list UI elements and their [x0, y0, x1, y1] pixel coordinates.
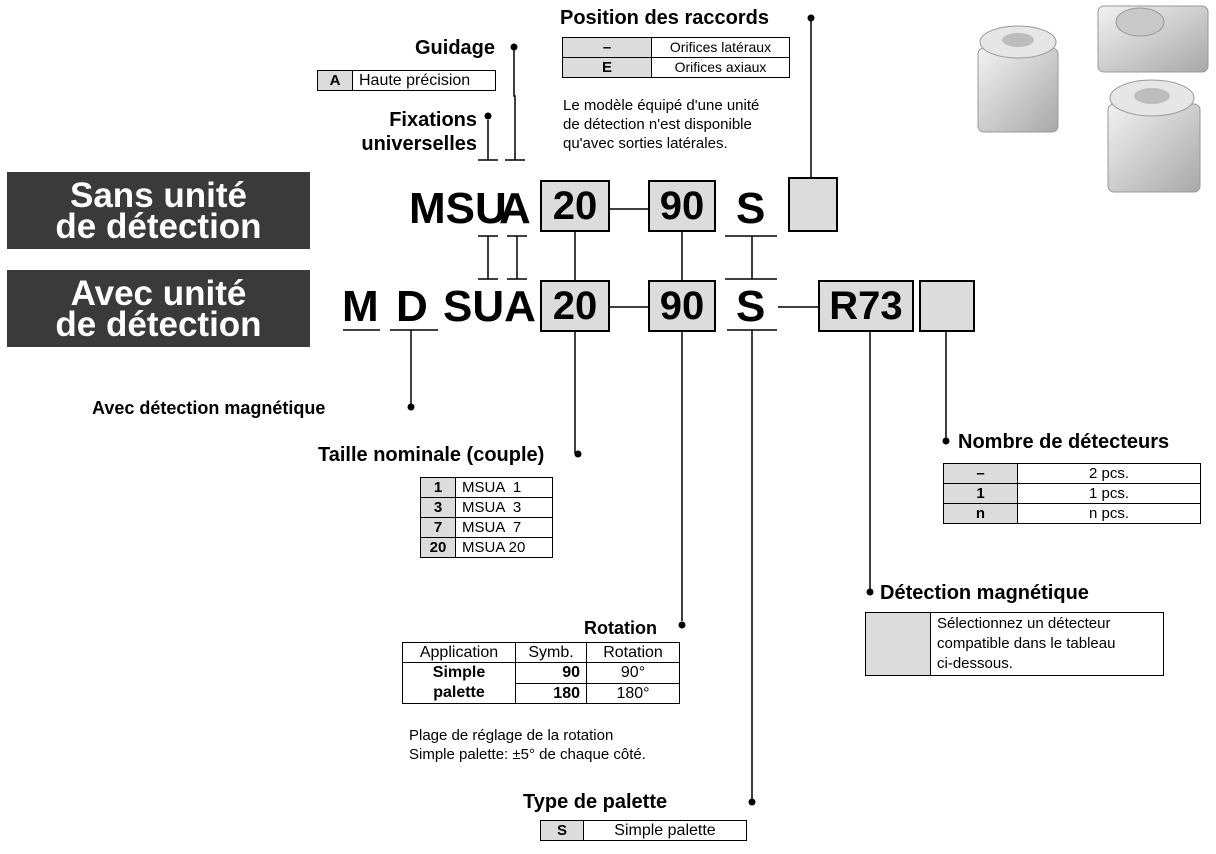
nombre-code: n: [943, 503, 1018, 524]
avec-detection-label: Avec détection magnétique: [92, 398, 326, 418]
taille-value: MSUA 7: [455, 517, 553, 538]
application-line: palette: [433, 684, 485, 701]
taille-code: 7: [420, 517, 456, 538]
rotation-value: 180°: [586, 682, 680, 704]
switch-count-box: [919, 280, 975, 332]
band-line-1: Avec unité: [70, 273, 247, 313]
position-raccords-label: Position des raccords: [560, 7, 769, 29]
guidage-table: A Haute précision: [317, 70, 496, 91]
nombre-code: –: [943, 463, 1018, 484]
palette-value: Simple palette: [583, 820, 747, 841]
band-with-sensor: Avec unité de détection: [7, 270, 310, 347]
code-palette: S: [736, 282, 766, 331]
nombre-value: 2 pcs.: [1017, 463, 1201, 484]
fixations-line-1: Fixations: [389, 109, 477, 131]
band-without-sensor: Sans unité de détection: [7, 172, 310, 249]
taille-code: 3: [420, 497, 456, 518]
band-line-2: de détection: [55, 206, 262, 246]
note-line: Sélectionnez un détecteur: [937, 615, 1111, 632]
guidage-value: Haute précision: [352, 70, 496, 91]
raccords-table: – Orifices latéraux E Orifices axiaux: [562, 37, 790, 78]
note-line: Simple palette: ±5° de chaque côté.: [409, 746, 646, 763]
actuator-image-1: [977, 25, 1059, 133]
raccords-code: –: [562, 37, 652, 58]
port-position-box: [788, 177, 838, 232]
raccords-note: Le modèle équipé d'une unité de détectio…: [563, 96, 759, 153]
rotation-note: Plage de réglage de la rotation Simple p…: [409, 726, 646, 764]
guidage-code: A: [317, 70, 353, 91]
raccords-code: E: [562, 57, 652, 78]
rotation-symbol: 180: [515, 682, 587, 704]
note-line: ci-dessous.: [937, 655, 1013, 672]
application-line: Simple: [432, 664, 486, 681]
rotation-table: Application Symb. Rotation Simple palett…: [402, 642, 680, 704]
taille-value: MSUA 3: [455, 497, 553, 518]
rotation-header-symb: Symb.: [515, 642, 587, 663]
rotation-box: 90: [648, 180, 716, 232]
detection-table: Sélectionnez un détecteur compatible dan…: [865, 612, 1164, 676]
band-line-1: Sans unité: [70, 175, 247, 215]
nombre-code: 1: [943, 483, 1018, 504]
guidage-label: Guidage: [415, 37, 496, 59]
raccords-value: Orifices latéraux: [651, 37, 790, 58]
fixations-label: Fixations universelles: [355, 108, 477, 156]
actuator-image-2: [1097, 5, 1209, 73]
detection-note: Sélectionnez un détecteur compatible dan…: [930, 612, 1164, 676]
rotation-header-rotation: Rotation: [586, 642, 680, 663]
code-m: M: [342, 282, 379, 331]
band-line-2: de détection: [55, 304, 262, 344]
note-line: Plage de réglage de la rotation: [409, 727, 614, 744]
code-sua: SUA: [443, 282, 536, 331]
rotation-box: 90: [648, 280, 716, 332]
code-a: A: [499, 184, 531, 233]
taille-value: MSUA 20: [455, 537, 553, 558]
nombre-value: n pcs.: [1017, 503, 1201, 524]
taille-label: Taille nominale (couple): [318, 444, 545, 466]
raccords-value: Orifices axiaux: [651, 57, 790, 78]
fixations-line-2: universelles: [361, 133, 477, 155]
note-line: de détection n'est disponible: [563, 116, 752, 133]
size-box: 20: [540, 180, 610, 232]
actuator-image-3: [1107, 79, 1201, 193]
palette-code: S: [540, 820, 584, 841]
note-line: Le modèle équipé d'une unité: [563, 97, 760, 114]
code-d: D: [396, 282, 428, 331]
rotation-symbol: 90: [515, 662, 587, 684]
nombre-detecteurs-label: Nombre de détecteurs: [958, 431, 1170, 453]
nombre-value: 1 pcs.: [1017, 483, 1201, 504]
code-palette: S: [736, 184, 766, 233]
size-box: 20: [540, 280, 610, 332]
switch-box: R73: [818, 280, 914, 332]
rotation-label: Rotation: [584, 618, 657, 638]
taille-code: 20: [420, 537, 456, 558]
palette-table: S Simple palette: [540, 820, 747, 841]
code-msu: MSU: [409, 184, 507, 233]
detection-magnetique-label: Détection magnétique: [880, 582, 1089, 604]
rotation-header-application: Application: [402, 642, 516, 663]
taille-code: 1: [420, 477, 456, 498]
note-line: compatible dans le tableau: [937, 635, 1116, 652]
detection-code-cell: [865, 612, 931, 676]
type-palette-label: Type de palette: [523, 791, 668, 813]
note-line: qu'avec sorties latérales.: [563, 135, 728, 152]
taille-value: MSUA 1: [455, 477, 553, 498]
rotation-value: 90°: [586, 662, 680, 684]
rotation-application: Simple palette: [402, 662, 516, 704]
